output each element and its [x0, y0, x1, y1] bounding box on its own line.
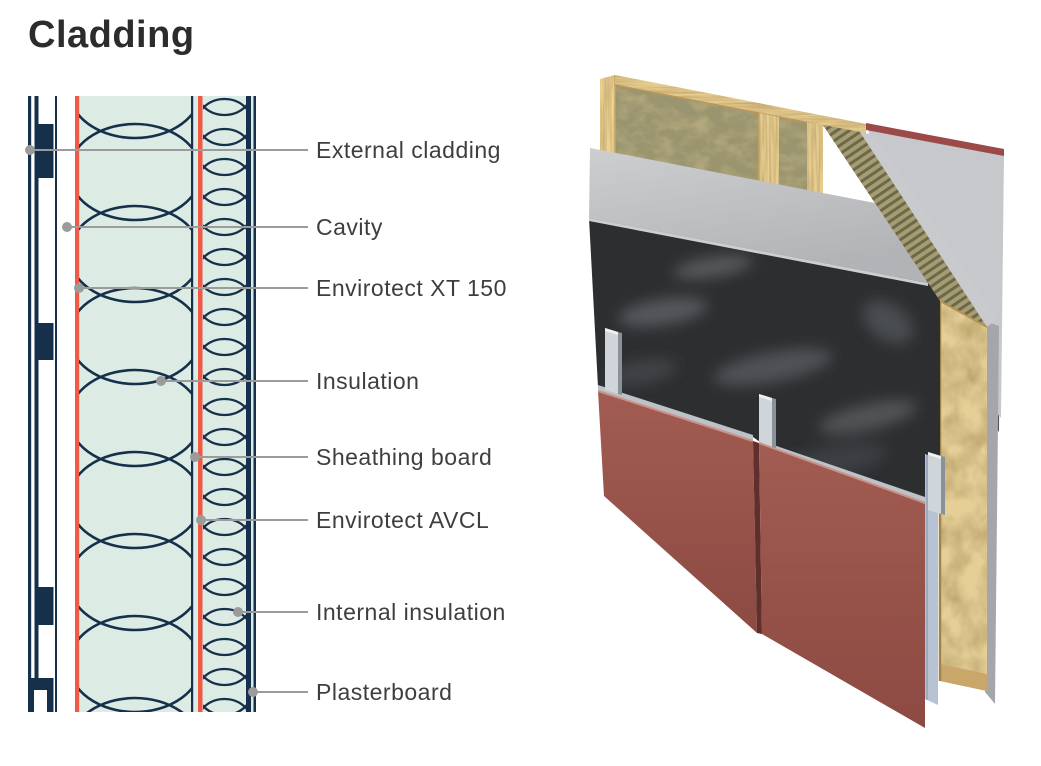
layer-label: Envirotect AVCL: [316, 507, 490, 533]
timber-stud-right: [938, 300, 988, 691]
layer-label: Sheathing board: [316, 444, 493, 470]
external-cladding-layer: [28, 96, 57, 712]
cladding-panel-left: [598, 391, 757, 633]
layer-label: Envirotect XT 150: [316, 275, 507, 301]
timber-stud-middle: [758, 113, 779, 189]
sheathing-board-band: [589, 148, 928, 283]
cross-section-diagram: [28, 96, 256, 712]
panel-top-edge-maroon: [866, 123, 1004, 156]
cladding-panels: [597, 390, 926, 728]
layer-label: Plasterboard: [316, 679, 453, 705]
sheathing-cut-edge: [860, 132, 997, 327]
stud-end-grain: [940, 664, 987, 691]
layer-label: Cavity: [316, 214, 383, 240]
layer-label: Internal insulation: [316, 599, 506, 625]
timber-stud-left: [600, 75, 616, 156]
timber-stud-inner: [807, 122, 823, 194]
page-title: Cladding: [28, 14, 195, 56]
sheathing-edge-strip: [925, 454, 938, 705]
envirotect-xt150-layer: [75, 96, 80, 712]
vertical-rail: [928, 452, 945, 515]
vertical-rail: [605, 328, 622, 395]
envirotect-avcl-layer: [198, 96, 203, 712]
insulation-pattern: [79, 113, 191, 712]
vertical-rail: [759, 394, 776, 457]
cladding-3d-illustration: [589, 75, 1004, 728]
layer-label: Insulation: [316, 368, 420, 394]
panel-gap: [753, 441, 762, 634]
leader-line: [252, 691, 308, 693]
plasterboard-layer: [246, 96, 256, 712]
cladding-panel-right: [759, 443, 925, 728]
internal-insulation-pattern: [203, 97, 246, 712]
sheathing-board-layer: [191, 96, 194, 712]
layer-label: External cladding: [316, 137, 501, 163]
